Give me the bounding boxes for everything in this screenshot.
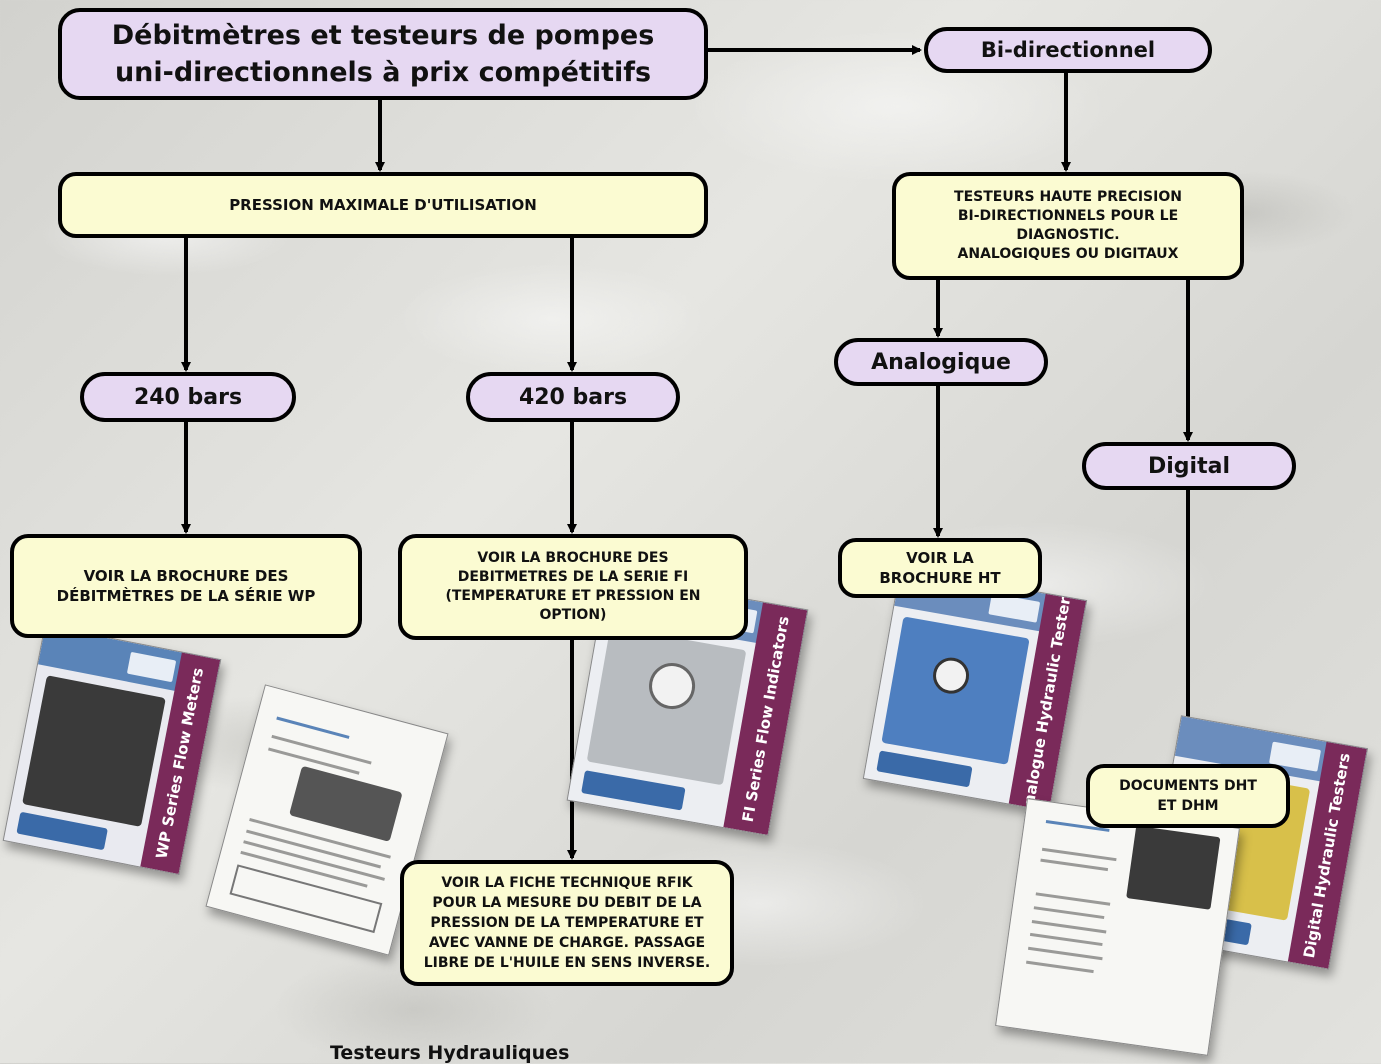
brochure-dhm-image[interactable] — [995, 798, 1240, 1056]
brochure-ht-link[interactable]: VOIR LA BROCHURE HT — [838, 538, 1042, 598]
main-title-node: Débitmètres et testeurs de pompes uni-di… — [58, 8, 708, 100]
analogique-node: Analogique — [834, 338, 1048, 386]
brochure-ht-image[interactable]: Analogue Hydraulic Testers — [862, 567, 1088, 812]
fiche-technique-rfik-link[interactable]: VOIR LA FICHE TECHNIQUE RFIK POUR LA MES… — [400, 860, 734, 986]
documents-dht-dhm-link[interactable]: DOCUMENTS DHT ET DHM — [1086, 764, 1290, 828]
brochure-fi-link[interactable]: VOIR LA BROCHURE DES DEBITMETRES DE LA S… — [398, 534, 748, 640]
testeurs-haute-precision-node: TESTEURS HAUTE PRECISION BI-DIRECTIONNEL… — [892, 172, 1244, 280]
bidirectionnel-node: Bi-directionnel — [924, 27, 1212, 73]
240-bars-node: 240 bars — [80, 372, 296, 422]
pression-maximale-node: PRESSION MAXIMALE D'UTILISATION — [58, 172, 708, 238]
brochure-wp-link[interactable]: VOIR LA BROCHURE DES DÉBITMÈTRES DE LA S… — [10, 534, 362, 638]
caption-testeurs-hydrauliques: Testeurs Hydrauliques — [330, 1042, 570, 1064]
digital-node: Digital — [1082, 442, 1296, 490]
420-bars-node: 420 bars — [466, 372, 680, 422]
